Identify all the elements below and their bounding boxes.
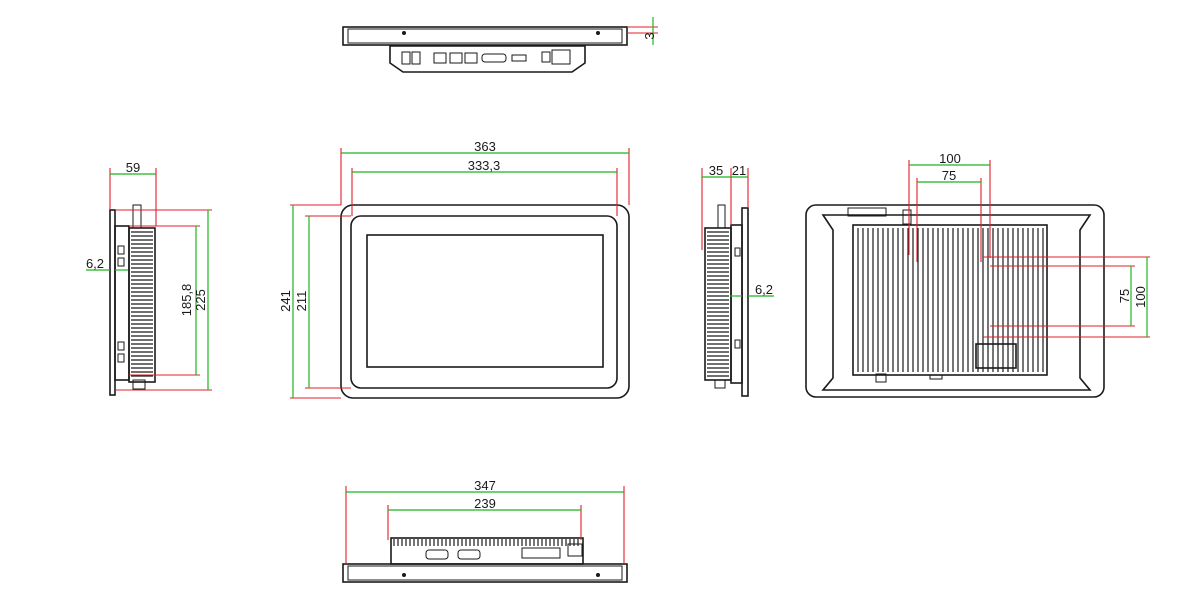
power-jack <box>567 543 583 557</box>
bottom-view-frame <box>342 563 628 583</box>
side-antenna <box>132 204 142 229</box>
front-view: 363 333,3 241 211 <box>278 139 630 399</box>
recess-edge <box>1079 214 1091 231</box>
left-side-view: 59 6,2 185,8 225 <box>86 160 212 396</box>
screw-hole <box>402 31 406 35</box>
side-heatsink-fins <box>131 231 153 377</box>
com-port <box>457 549 481 560</box>
dim-bottom-width: 347 <box>474 478 496 493</box>
dim-vesa-75-height: 75 <box>1117 289 1132 303</box>
top-view-chassis <box>389 45 586 73</box>
right-side-view: 35 21 6,2 <box>701 163 774 397</box>
lan-port <box>449 52 463 64</box>
back-foot <box>875 373 887 383</box>
back-label-plate <box>975 343 1017 369</box>
screw-hole <box>402 573 406 577</box>
right-foot <box>714 379 726 389</box>
side-port <box>117 341 125 351</box>
recess-edge <box>822 377 834 391</box>
back-antenna <box>847 207 887 217</box>
top-view: 3 <box>342 17 658 73</box>
dim-side-inner-height: 185,8 <box>179 284 194 317</box>
dim-vesa-100-height: 100 <box>1133 286 1148 308</box>
front-bezel-inner <box>350 215 618 389</box>
screw-hole <box>596 573 600 577</box>
top-view-frame-inner <box>347 28 623 44</box>
side-frame <box>114 225 130 381</box>
side-foot <box>132 379 146 390</box>
dim-front-width: 363 <box>474 139 496 154</box>
dim-front-height: 241 <box>278 290 293 312</box>
bottom-view-fins <box>393 539 579 546</box>
dim-front-display-width: 333,3 <box>468 158 501 173</box>
right-antenna <box>717 204 726 229</box>
side-port <box>734 247 741 257</box>
side-port <box>117 257 125 267</box>
vga-port <box>481 53 507 63</box>
side-heatsink <box>128 227 156 383</box>
usb-port <box>401 51 411 65</box>
usb-port <box>411 51 421 65</box>
top-view-frame <box>342 26 628 46</box>
screw-hole <box>596 31 600 35</box>
bottom-view-chassis <box>390 537 584 565</box>
side-port <box>117 353 125 363</box>
lan-port <box>464 52 478 64</box>
dim-side-outer-height: 225 <box>193 289 208 311</box>
power-port <box>541 51 551 63</box>
dim-bottom-chassis-width: 239 <box>474 496 496 511</box>
antenna-jack <box>521 547 561 559</box>
dim-side-depth: 59 <box>126 160 140 175</box>
recess-edge <box>1079 377 1091 391</box>
right-front-panel <box>741 207 749 397</box>
back-heatsink-fins <box>857 228 1044 372</box>
back-view: 100 75 75 100 <box>805 151 1150 398</box>
front-display-area <box>366 234 604 368</box>
dim-vesa-75-width: 75 <box>942 168 956 183</box>
back-heatsink <box>852 224 1048 376</box>
bottom-view-frame-inner <box>347 565 623 581</box>
right-heatsink-fins <box>707 231 729 377</box>
recess-edge <box>822 214 834 231</box>
dim-top-view-height: 3 <box>642 32 657 39</box>
dim-right-depth: 35 <box>709 163 723 178</box>
dim-right-frame-depth: 21 <box>732 163 746 178</box>
dim-side-bezel: 6,2 <box>86 256 104 271</box>
back-bracket <box>902 209 912 225</box>
dim-front-display-height: 211 <box>294 291 309 312</box>
back-frame <box>805 204 1105 398</box>
back-port <box>929 374 943 380</box>
front-bezel <box>340 204 630 399</box>
com-port <box>425 549 449 560</box>
bottom-view: 347 239 <box>342 478 628 583</box>
side-port <box>117 245 125 255</box>
dim-vesa-100-width: 100 <box>939 151 961 166</box>
usb-port <box>433 52 447 64</box>
top-view-ports <box>401 49 571 65</box>
dim-right-bezel: 6,2 <box>755 282 773 297</box>
dc-jack <box>551 49 571 65</box>
hdmi-port <box>511 54 527 62</box>
side-port <box>734 339 741 349</box>
